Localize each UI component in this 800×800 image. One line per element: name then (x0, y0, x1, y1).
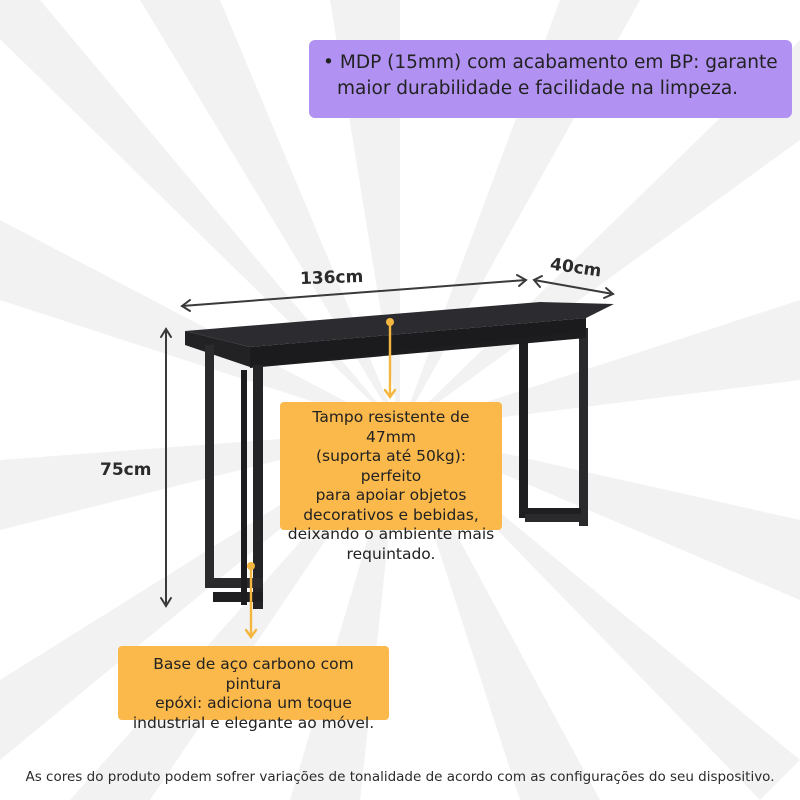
base-marker-dot (247, 562, 255, 570)
material-note-line-1: MDP (15mm) com acabamento em BP: garante (339, 52, 778, 73)
base-note-line-1: Base de aço carbono com pintura (153, 655, 354, 693)
arrow-down-icon (244, 564, 258, 640)
material-note-line-2: maior durabilidade e facilidade na limpe… (337, 78, 739, 99)
tabletop-marker-dot (386, 318, 394, 326)
tabletop-note-line-1: Tampo resistente de 47mm (312, 408, 470, 446)
color-disclaimer: As cores do produto podem sofrer variaçõ… (25, 769, 775, 785)
tabletop-note-line-2: (suporta até 50kg): perfeito (316, 447, 466, 485)
tabletop-note-callout: Tampo resistente de 47mm (suporta até 50… (280, 402, 502, 563)
tabletop-note-line-6: requintado. (346, 544, 436, 563)
arrow-down-icon (383, 320, 397, 400)
material-note-callout: •MDP (15mm) com acabamento em BP: garant… (309, 40, 792, 118)
width-dimension-arrow (180, 274, 528, 312)
depth-dimension-arrow (532, 275, 615, 299)
bullet-icon: • (323, 52, 334, 73)
height-dimension-arrow (160, 327, 172, 608)
height-label: 75cm (100, 460, 152, 480)
tabletop-note-line-5: deixando o ambiente mais (287, 525, 495, 543)
tabletop-note-line-4: decorativos e bebidas, (303, 505, 479, 524)
width-label: 136cm (299, 266, 364, 290)
base-note-line-2: epóxi: adiciona um toque (155, 694, 352, 712)
tabletop-note-line-3: para apoiar objetos (315, 486, 467, 504)
base-note-callout: Base de aço carbono com pintura epóxi: a… (118, 646, 389, 732)
console-table (185, 302, 614, 609)
base-note-line-3: industrial e elegante ao móvel. (132, 713, 375, 732)
